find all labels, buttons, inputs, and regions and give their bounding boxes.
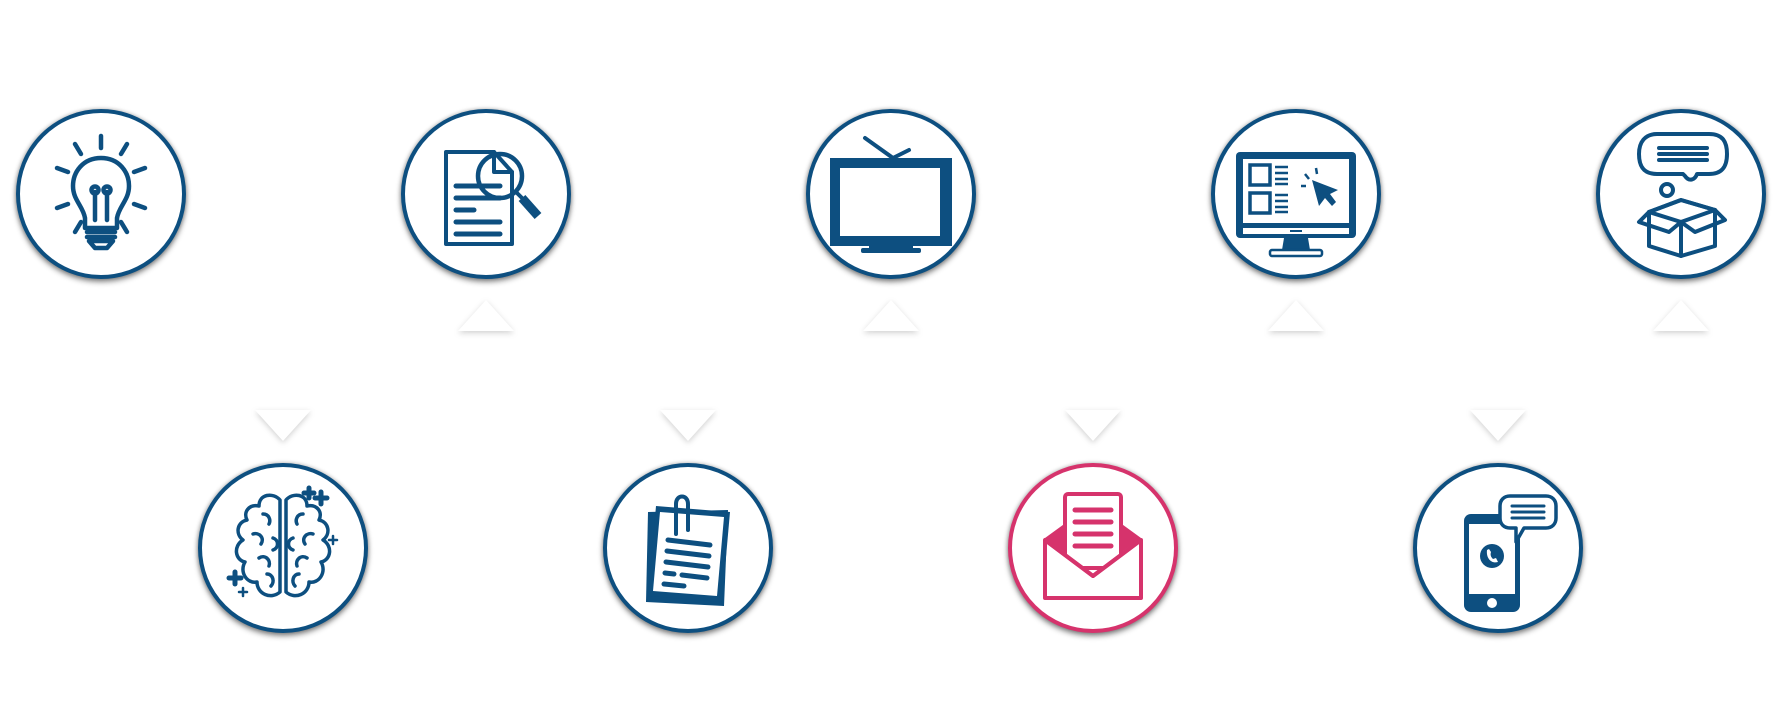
box-thought-icon: [1637, 132, 1729, 258]
node-mobile-chat: [1413, 463, 1583, 633]
node-clipped-documents: [603, 463, 773, 633]
clipped-documents-icon: [646, 494, 730, 606]
connector-arrow-up: [1268, 300, 1324, 331]
monitor-click-icon: [1236, 152, 1356, 258]
node-brain: [198, 463, 368, 633]
mobile-chat-icon: [1464, 494, 1558, 612]
node-box-thought: [1596, 109, 1766, 279]
lightbulb-icon: [54, 133, 148, 251]
connector-arrow-up: [458, 300, 514, 331]
open-envelope-icon: [1043, 492, 1143, 600]
brain-icon: [226, 485, 339, 598]
document-search-icon: [444, 150, 542, 246]
connector-arrow-up: [863, 300, 919, 331]
connector-arrow-down: [255, 410, 311, 441]
connector-arrow-down: [1065, 410, 1121, 441]
node-monitor-click: [1211, 109, 1381, 279]
connector-arrow-down: [660, 410, 716, 441]
connector-arrow-up: [1653, 300, 1709, 331]
television-icon: [830, 136, 952, 253]
node-open-envelope: [1008, 463, 1178, 633]
node-lightbulb: [16, 109, 186, 279]
node-television: [806, 109, 976, 279]
node-document-search: [401, 109, 571, 279]
connector-arrow-down: [1470, 410, 1526, 441]
